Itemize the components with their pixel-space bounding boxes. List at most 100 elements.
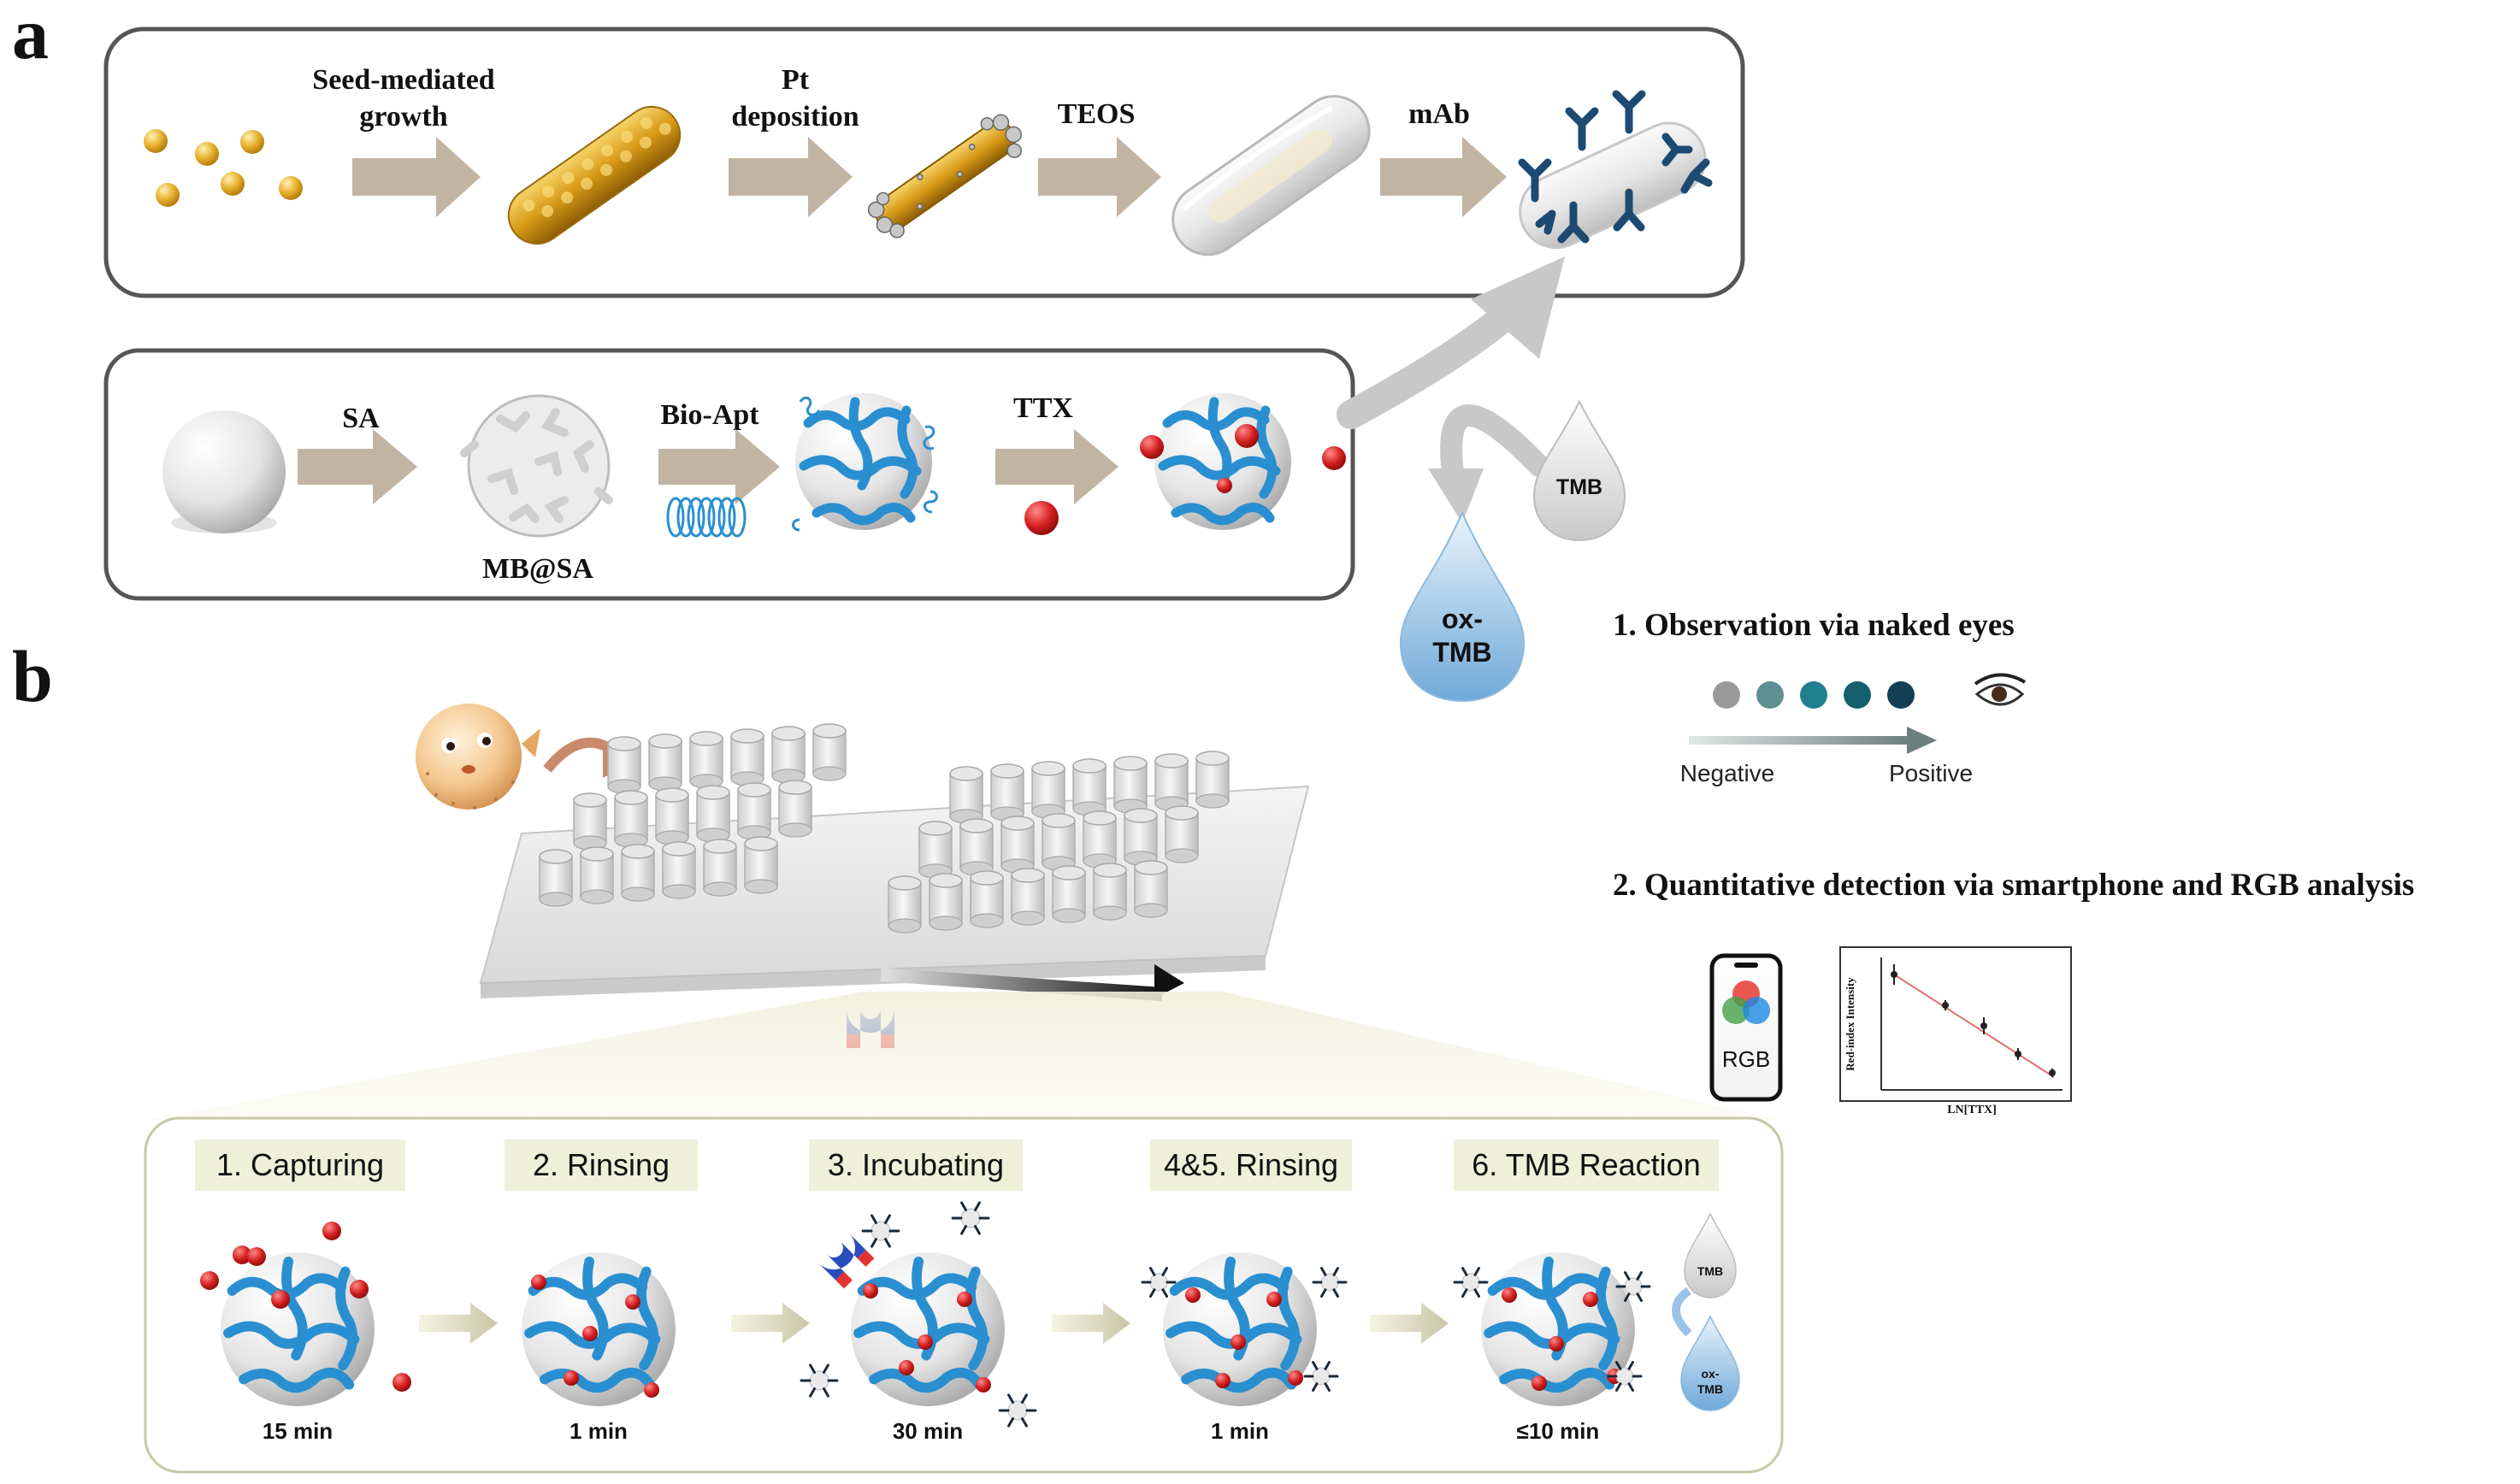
pufferfish bbox=[416, 704, 540, 810]
step-label-seed-mediated: Seed-mediated bbox=[312, 64, 495, 96]
antibody-nanoprobe bbox=[1615, 1271, 1651, 1302]
microplate-well bbox=[1165, 805, 1199, 863]
step-time: ≤10 min bbox=[1517, 1418, 1600, 1444]
step-title-box bbox=[195, 1140, 405, 1191]
aptamer-bead-step bbox=[851, 1252, 1005, 1406]
tmb-drop: TMB bbox=[1532, 399, 1626, 542]
ttx-molecule bbox=[247, 1247, 266, 1266]
step-label-mab: mAb bbox=[1408, 98, 1470, 130]
step-label-teos: TEOS bbox=[1058, 98, 1136, 130]
microplate-well bbox=[703, 839, 737, 897]
microplate-well bbox=[648, 733, 682, 792]
microplate-well bbox=[771, 726, 806, 784]
step-title-box bbox=[505, 1140, 698, 1191]
microplate-well bbox=[662, 841, 696, 899]
microplate-well bbox=[959, 818, 994, 876]
oxtmb-drop-line1: ox- bbox=[1442, 604, 1483, 634]
ttx-molecule bbox=[564, 1370, 579, 1386]
row2-arrows bbox=[298, 429, 1118, 504]
gold-nanorod bbox=[507, 105, 682, 245]
ttx-molecule bbox=[957, 1292, 972, 1307]
step-time: 30 min bbox=[893, 1418, 963, 1444]
ttx-molecule bbox=[1024, 501, 1059, 535]
small-curl-arrow bbox=[1672, 1287, 1692, 1337]
antibody-nanoprobe bbox=[1453, 1267, 1489, 1298]
color-dot bbox=[1713, 681, 1740, 709]
smartphone: RGB bbox=[1709, 953, 1783, 1102]
oxtmb-drop-line2: TMB bbox=[1432, 637, 1491, 668]
microplate-well bbox=[1195, 751, 1230, 809]
step-label-deposition: deposition bbox=[731, 101, 859, 132]
step-arrow bbox=[731, 1303, 810, 1344]
ttx-molecule bbox=[1288, 1370, 1303, 1386]
antibody-nanoprobe bbox=[998, 1393, 1037, 1428]
microplate-well bbox=[970, 870, 1004, 928]
ttx-molecule bbox=[918, 1334, 933, 1350]
mb-sa-label: MB@SA bbox=[482, 553, 593, 585]
microplate-well bbox=[1124, 808, 1158, 866]
panel-label-b: b bbox=[12, 635, 53, 717]
microplate-well bbox=[812, 723, 847, 781]
mb-sa-bead bbox=[460, 394, 613, 538]
aptamer-bead-ttx bbox=[1140, 393, 1346, 530]
color-scale-dots bbox=[1713, 681, 1915, 709]
antibody-nanoprobe bbox=[1141, 1267, 1177, 1298]
ttx-molecule bbox=[271, 1290, 290, 1309]
positive-label: Positive bbox=[1889, 760, 1973, 786]
microplate-well bbox=[949, 766, 983, 824]
small-oxtmb-line2: TMB bbox=[1697, 1382, 1723, 1396]
ttx-molecule bbox=[1549, 1336, 1564, 1352]
microplate-well bbox=[918, 821, 953, 879]
step-arrow bbox=[419, 1303, 498, 1344]
microplate-well bbox=[1072, 758, 1107, 816]
color-dot bbox=[1887, 681, 1915, 709]
curl-arrow bbox=[1428, 404, 1550, 523]
step-label-pt: Pt bbox=[782, 64, 810, 96]
small-oxtmb-line1: ox- bbox=[1702, 1367, 1720, 1381]
microplate-well bbox=[1000, 816, 1035, 874]
ttx-molecule bbox=[1266, 1292, 1282, 1307]
microplate-well bbox=[607, 736, 641, 794]
aptamer-coil bbox=[666, 497, 747, 538]
microplate-well bbox=[1093, 863, 1127, 921]
step-label-bio-apt: Bio-Apt bbox=[660, 399, 759, 431]
ttx-molecule bbox=[350, 1280, 369, 1298]
microplate-well bbox=[1134, 860, 1168, 918]
microplate-well bbox=[621, 844, 655, 902]
small-oxtmb-drop: ox-TMB bbox=[1680, 1315, 1740, 1411]
phone-rgb-label: RGB bbox=[1722, 1046, 1770, 1072]
antibody-capsule bbox=[1518, 90, 1713, 250]
antibody-nanoprobe bbox=[1607, 1361, 1643, 1392]
microplate-well bbox=[737, 782, 771, 840]
microplate-wells bbox=[539, 723, 1230, 933]
microplate-well bbox=[1011, 868, 1045, 926]
microplate-well bbox=[888, 875, 922, 933]
ttx-molecule bbox=[233, 1246, 251, 1264]
microplate-well bbox=[580, 846, 614, 904]
ttx-molecule bbox=[322, 1222, 341, 1240]
step-title-box bbox=[1454, 1140, 1719, 1191]
pt-coated-nanorod bbox=[867, 114, 1022, 238]
microplate-well bbox=[655, 787, 689, 845]
microplate-well bbox=[730, 728, 764, 786]
gold-seeds bbox=[144, 129, 303, 207]
zoom-funnel-left bbox=[145, 992, 1779, 1120]
panel-label-a: a bbox=[12, 0, 49, 74]
step-title: 3. Incubating bbox=[828, 1147, 1004, 1182]
step-title: 4&5. Rinsing bbox=[1164, 1147, 1338, 1182]
step-time: 1 min bbox=[1211, 1418, 1269, 1444]
antibody-nanoprobe bbox=[800, 1363, 839, 1398]
fit-line bbox=[1891, 972, 2055, 1078]
ttx-molecule bbox=[899, 1360, 914, 1375]
aptamer-bead bbox=[792, 393, 938, 532]
aptamer-bead-step bbox=[221, 1252, 375, 1406]
observation-title: 1. Observation via naked eyes bbox=[1613, 608, 2015, 643]
antibody-nanoprobe bbox=[1303, 1361, 1339, 1392]
step-arrow bbox=[1370, 1303, 1449, 1344]
oxtmb-drop: ox- TMB bbox=[1399, 510, 1526, 703]
step-label-growth: growth bbox=[359, 101, 447, 132]
step-label-sa: SA bbox=[342, 403, 380, 434]
ttx-molecule bbox=[1502, 1287, 1517, 1303]
